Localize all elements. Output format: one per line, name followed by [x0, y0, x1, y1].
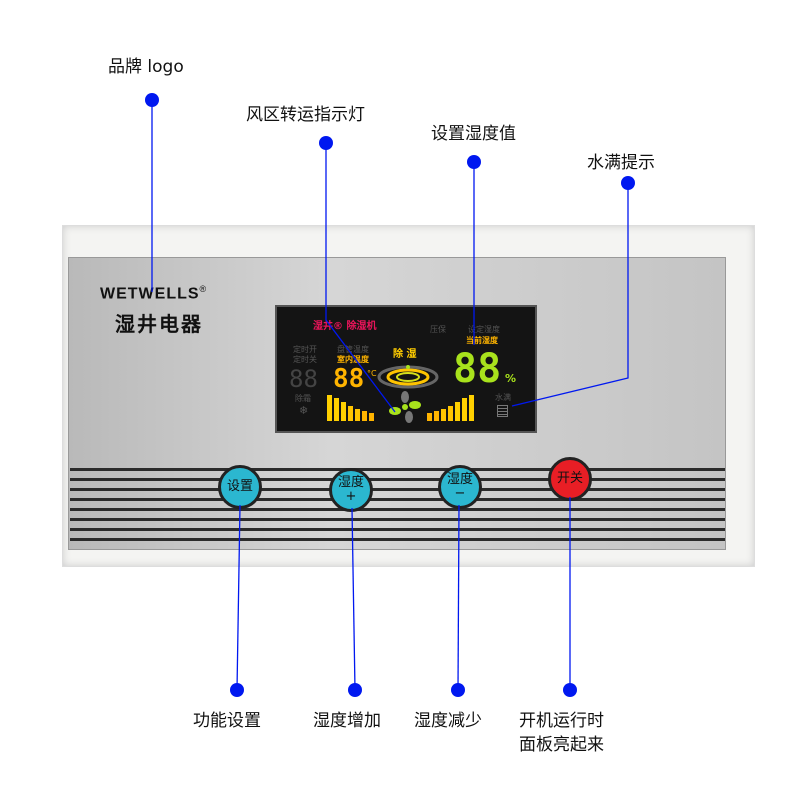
label-power-line2: 面板亮起来: [519, 735, 604, 755]
lcd-pressure: 压保: [430, 325, 446, 334]
annotation-dot: [467, 155, 481, 169]
vent-line: [70, 518, 725, 521]
lcd-set-humidity: 设定湿度: [468, 325, 500, 334]
vent-line: [70, 498, 725, 501]
label-function-set: 功能设置: [193, 711, 261, 731]
humidity-up-button[interactable]: 湿度+: [329, 468, 373, 512]
lcd-timer-off: 定时关: [293, 355, 317, 364]
lcd-brand: 湿井® 除湿机: [313, 321, 377, 332]
lcd-temp-digits: 88: [333, 364, 365, 394]
power-button[interactable]: 开关: [548, 457, 592, 501]
set-button[interactable]: 设置: [218, 465, 262, 509]
annotation-dot: [319, 136, 333, 150]
lcd-indoor-temp: 室内温度: [337, 355, 369, 364]
lcd-water-full: 水满: [495, 393, 511, 402]
label-brand-logo: 品牌 logo: [108, 57, 184, 77]
lcd-current-humidity: 当前湿度: [466, 336, 498, 345]
annotation-dot: [348, 683, 362, 697]
water-tank-icon: [497, 405, 508, 417]
snowflake-icon: ❄: [299, 404, 309, 417]
lcd-percent: %: [505, 372, 517, 385]
right-level-bars: [427, 395, 474, 421]
annotation-dot: [145, 93, 159, 107]
vent-line: [70, 528, 725, 531]
lcd-timer-digits: 88: [289, 365, 318, 393]
lcd-temp-unit: °C: [367, 369, 377, 378]
lcd-coil-temp: 盘管温度: [337, 345, 369, 354]
logo-chinese: 湿井电器: [115, 312, 203, 336]
left-level-bars: [327, 395, 374, 421]
annotation-dot: [621, 176, 635, 190]
label-humidity-up: 湿度增加: [313, 711, 381, 731]
vent-line: [70, 488, 725, 491]
vent-line: [70, 508, 725, 511]
label-zone-indicator: 风区转运指示灯: [246, 105, 365, 125]
annotation-dot: [230, 683, 244, 697]
lcd-defrost: 除霜: [295, 394, 311, 403]
humidity-down-button[interactable]: 湿度−: [438, 465, 482, 509]
lcd-humidity-digits: 88: [453, 346, 502, 392]
annotation-dot: [451, 683, 465, 697]
label-humidity-down: 湿度减少: [414, 711, 482, 731]
annotation-dot: [563, 683, 577, 697]
vent-line: [70, 538, 725, 541]
label-power-line1: 开机运行时: [519, 711, 604, 731]
lcd-dehumidify: 除 湿: [393, 349, 417, 360]
vent-line: [70, 478, 725, 481]
lcd-display: 湿井® 除湿机 压保 设定湿度 当前湿度 定时开 定时关 88 除霜 ❄ 盘管温…: [275, 305, 537, 433]
lcd-timer-on: 定时开: [293, 345, 317, 354]
label-set-humidity: 设置湿度值: [431, 124, 516, 144]
fan-icon: [389, 391, 421, 423]
label-water-full: 水满提示: [587, 153, 655, 173]
vent-line: [70, 468, 725, 471]
swirl-icon: [377, 365, 439, 389]
logo-text: WETWELLS®: [100, 284, 208, 303]
